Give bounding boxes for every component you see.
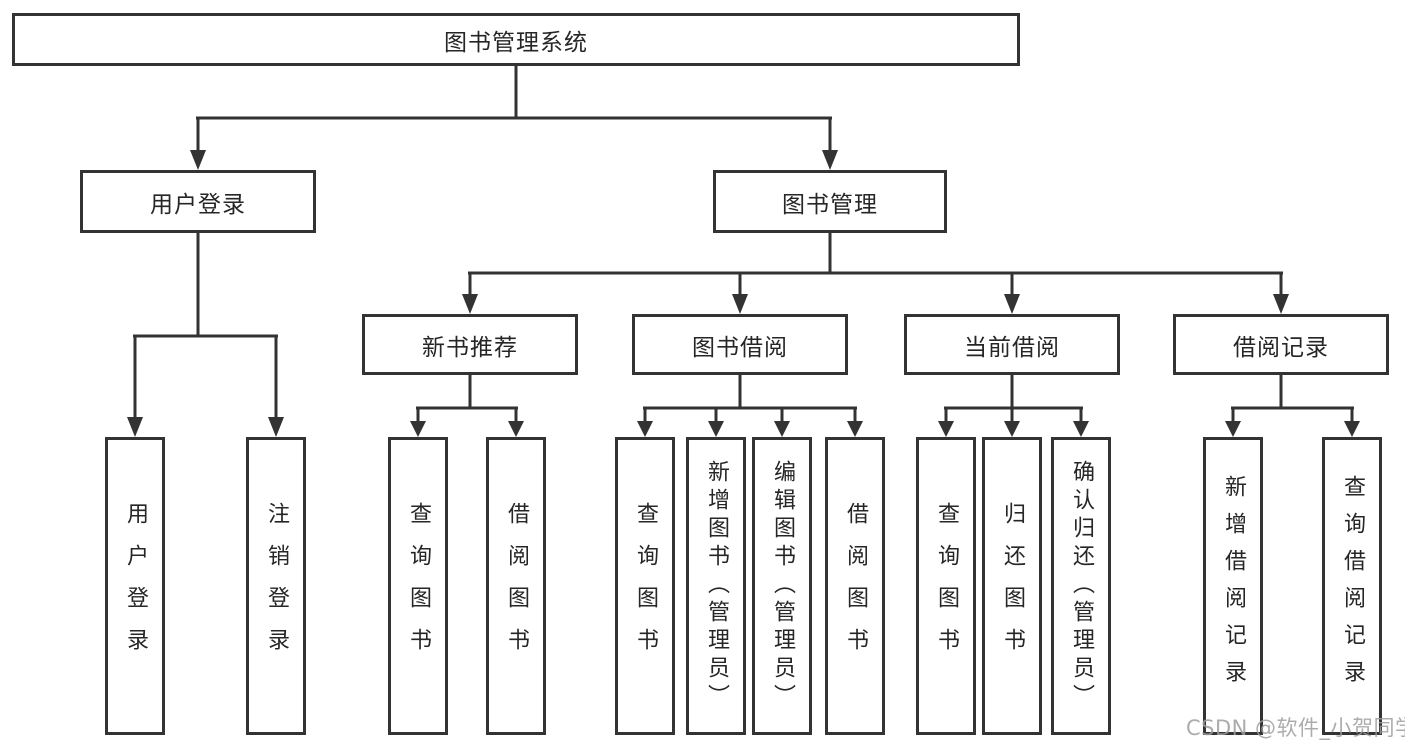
watermark: CSDN @软件_小贺同学 bbox=[1186, 716, 1405, 740]
node-book-borrow-label: 图书借阅 bbox=[692, 334, 788, 361]
node-book-management-label: 图书管理 bbox=[782, 191, 878, 218]
leaf-edit-book-admin: 编辑图书（管理员） bbox=[752, 437, 812, 735]
node-book-management: 图书管理 bbox=[713, 170, 947, 233]
leaf-confirm-return-admin: 确认归还（管理员） bbox=[1051, 437, 1111, 735]
node-borrow-records: 借阅记录 bbox=[1173, 314, 1389, 375]
leaf-query-books-borrow-label: 查询图书 bbox=[633, 502, 658, 670]
leaf-borrow-books-recommend: 借阅图书 bbox=[486, 437, 546, 735]
leaf-query-books-current-label: 查询图书 bbox=[934, 502, 959, 670]
node-current-borrow-label: 当前借阅 bbox=[964, 334, 1060, 361]
leaf-borrow-books-label: 借阅图书 bbox=[843, 502, 868, 670]
node-book-borrow: 图书借阅 bbox=[632, 314, 848, 375]
leaf-borrow-books: 借阅图书 bbox=[825, 437, 885, 735]
leaf-add-book-admin-label: 新增图书（管理员） bbox=[704, 460, 729, 712]
node-user-login: 用户登录 bbox=[80, 170, 316, 233]
leaf-add-borrow-record-label: 新增借阅记录 bbox=[1221, 475, 1246, 697]
leaf-return-book-label: 归还图书 bbox=[1000, 502, 1025, 670]
leaf-user-login-label: 用户登录 bbox=[123, 502, 148, 670]
node-root-label: 图书管理系统 bbox=[444, 29, 588, 56]
node-new-book-recommend: 新书推荐 bbox=[362, 314, 578, 375]
leaf-borrow-books-recommend-label: 借阅图书 bbox=[504, 502, 529, 670]
leaf-query-books-borrow: 查询图书 bbox=[615, 437, 675, 735]
leaf-confirm-return-admin-label: 确认归还（管理员） bbox=[1069, 460, 1094, 712]
node-new-book-recommend-label: 新书推荐 bbox=[422, 334, 518, 361]
leaf-query-books-current: 查询图书 bbox=[916, 437, 976, 735]
leaf-add-book-admin: 新增图书（管理员） bbox=[686, 437, 746, 735]
leaf-add-borrow-record: 新增借阅记录 bbox=[1203, 437, 1263, 735]
leaf-return-book: 归还图书 bbox=[982, 437, 1042, 735]
leaf-user-login: 用户登录 bbox=[105, 437, 165, 735]
leaf-query-books-recommend-label: 查询图书 bbox=[406, 502, 431, 670]
leaf-query-borrow-record: 查询借阅记录 bbox=[1322, 437, 1382, 735]
node-user-login-label: 用户登录 bbox=[150, 191, 246, 218]
node-root: 图书管理系统 bbox=[12, 13, 1020, 66]
leaf-logout: 注销登录 bbox=[246, 437, 306, 735]
leaf-logout-label: 注销登录 bbox=[264, 502, 289, 670]
node-current-borrow: 当前借阅 bbox=[904, 314, 1120, 375]
node-borrow-records-label: 借阅记录 bbox=[1233, 334, 1329, 361]
leaf-edit-book-admin-label: 编辑图书（管理员） bbox=[770, 460, 795, 712]
leaf-query-books-recommend: 查询图书 bbox=[388, 437, 448, 735]
leaf-query-borrow-record-label: 查询借阅记录 bbox=[1340, 475, 1365, 697]
